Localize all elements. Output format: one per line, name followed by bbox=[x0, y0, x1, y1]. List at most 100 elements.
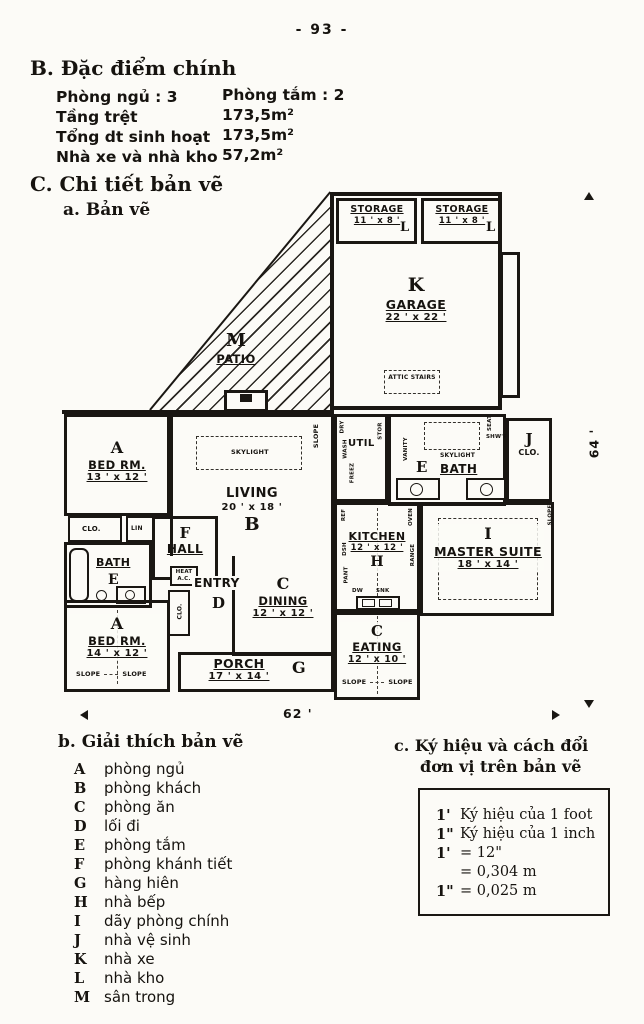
legend-label: nhà xe bbox=[104, 950, 155, 968]
room-kitchen bbox=[334, 502, 420, 612]
wash-label: WASH bbox=[342, 439, 349, 459]
legend-key: A bbox=[74, 761, 86, 778]
master-slope-label: SLOPE bbox=[547, 504, 554, 526]
legend-key: B bbox=[74, 780, 87, 797]
bath-skylight-box bbox=[424, 422, 480, 450]
room-util bbox=[334, 414, 388, 502]
units-heading-line1: c. Ký hiệu và cách đổi bbox=[394, 736, 589, 755]
bath-left-letter: E bbox=[108, 572, 119, 588]
house-top-wall bbox=[62, 410, 334, 414]
kitchen-sink-bowl-2 bbox=[379, 599, 392, 607]
living-skylight-box bbox=[196, 436, 302, 470]
units-line: 1" = 0,025 m bbox=[436, 882, 608, 901]
room-storage-right bbox=[421, 198, 502, 244]
room-master bbox=[420, 502, 554, 616]
slope-label: SLOPE bbox=[122, 670, 147, 678]
legend-key: M bbox=[74, 989, 91, 1006]
legend-key: J bbox=[74, 932, 81, 949]
oven-label: OVEN bbox=[407, 508, 414, 526]
legend-label: nhà bếp bbox=[104, 893, 166, 911]
spec-label: Tổng dt sinh hoạt bbox=[56, 128, 211, 146]
living-slope-label: SLOPE bbox=[312, 423, 321, 449]
section-c-heading: C. Chi tiết bản vẽ bbox=[30, 172, 224, 196]
master-ceiling-tray bbox=[438, 518, 538, 600]
spec-value: 173,5m² bbox=[222, 106, 294, 124]
room-storage-left bbox=[336, 198, 417, 244]
eating-slope-row: SLOPE SLOPE bbox=[342, 678, 413, 686]
spec-bedrooms: Phòng ngủ : 3 bbox=[56, 88, 178, 106]
dry-label: DRY bbox=[339, 420, 346, 434]
legend-label: dãy phòng chính bbox=[104, 912, 230, 930]
bed2-slope-row: SLOPE SLOPE bbox=[76, 670, 147, 678]
units-text: = 12" bbox=[460, 845, 502, 861]
legend-key: E bbox=[74, 837, 86, 854]
legend-label: hàng hiên bbox=[104, 874, 179, 892]
units-line: 1"Ký hiệu của 1 inch bbox=[436, 825, 608, 844]
porch-letter: G bbox=[292, 658, 306, 677]
page-number: - 93 - bbox=[295, 22, 349, 38]
legend-label: phòng ăn bbox=[104, 798, 175, 816]
room-eating bbox=[334, 612, 420, 700]
pant-label: PANT bbox=[343, 566, 350, 584]
dim-arrow-top bbox=[584, 192, 594, 200]
range-label: RANGE bbox=[410, 543, 417, 567]
dsh-label: DSH bbox=[341, 542, 348, 556]
snk-label: SNK bbox=[376, 588, 390, 594]
vanity-sink-2 bbox=[480, 483, 493, 496]
bathtub bbox=[69, 548, 89, 602]
room-bed1 bbox=[64, 414, 170, 516]
spec-baths: Phòng tắm : 2 bbox=[222, 86, 345, 104]
vanity-label: VANITY bbox=[402, 437, 409, 461]
units-text: Ký hiệu của 1 foot bbox=[460, 807, 593, 823]
slope-label: SLOPE bbox=[388, 678, 413, 686]
util-label: UTIL bbox=[348, 438, 375, 449]
units-symbol: 1' bbox=[436, 807, 451, 824]
legend-label: phòng tắm bbox=[104, 836, 186, 854]
units-symbol: 1" bbox=[436, 883, 454, 900]
room-porch bbox=[178, 652, 334, 692]
legend-heading: b. Giải thích bản vẽ bbox=[58, 732, 244, 752]
legend-key: F bbox=[74, 856, 85, 873]
slope-label: SLOPE bbox=[342, 678, 367, 686]
units-symbol: 1' bbox=[436, 845, 451, 862]
dim-height-label: 64 ' bbox=[586, 423, 602, 464]
bath-skylight-label: SKYLIGHT bbox=[438, 452, 478, 459]
spec-value: 57,2m² bbox=[222, 146, 284, 164]
units-text: = 0,025 m bbox=[460, 883, 537, 899]
closet-box bbox=[68, 516, 122, 542]
legend-label: nhà vệ sinh bbox=[104, 931, 191, 949]
heat-ac-label: HEAT A.C. bbox=[175, 569, 193, 583]
seat-label: SEAT bbox=[487, 414, 494, 432]
legend-key: I bbox=[74, 913, 81, 930]
legend-label: sân trong bbox=[104, 988, 176, 1006]
garage-side-stoop bbox=[500, 252, 520, 398]
legend-key: L bbox=[74, 970, 85, 987]
slope-label: SLOPE bbox=[76, 670, 101, 678]
closet-label: CLO. bbox=[82, 525, 101, 533]
storage-right-letter: L bbox=[486, 220, 496, 235]
dim-arrow-left bbox=[80, 710, 88, 720]
section-c-sub: a. Bản vẽ bbox=[63, 200, 151, 220]
fireplace-notch bbox=[240, 394, 252, 402]
entry-label: ENTRY bbox=[192, 576, 242, 590]
room-living bbox=[170, 414, 334, 556]
attic-stairs-label: ATTIC STAIRS bbox=[388, 374, 436, 381]
units-heading-line2: đơn vị trên bản vẽ bbox=[420, 757, 582, 776]
attic-stairs-box bbox=[384, 370, 440, 394]
dim-width-label: 62 ' bbox=[278, 706, 318, 721]
units-line: 1' Ký hiệu của 1 foot bbox=[436, 806, 608, 825]
dim-arrow-bottom bbox=[584, 700, 594, 708]
legend-key: D bbox=[74, 818, 87, 835]
legend-key: H bbox=[74, 894, 88, 911]
units-text: = 0,304 m bbox=[460, 864, 537, 880]
bath-right-letter: E bbox=[416, 458, 428, 476]
legend-label: lối đi bbox=[104, 817, 140, 835]
ref-label: REF bbox=[341, 508, 348, 522]
legend-label: phòng khánh tiết bbox=[104, 855, 233, 873]
